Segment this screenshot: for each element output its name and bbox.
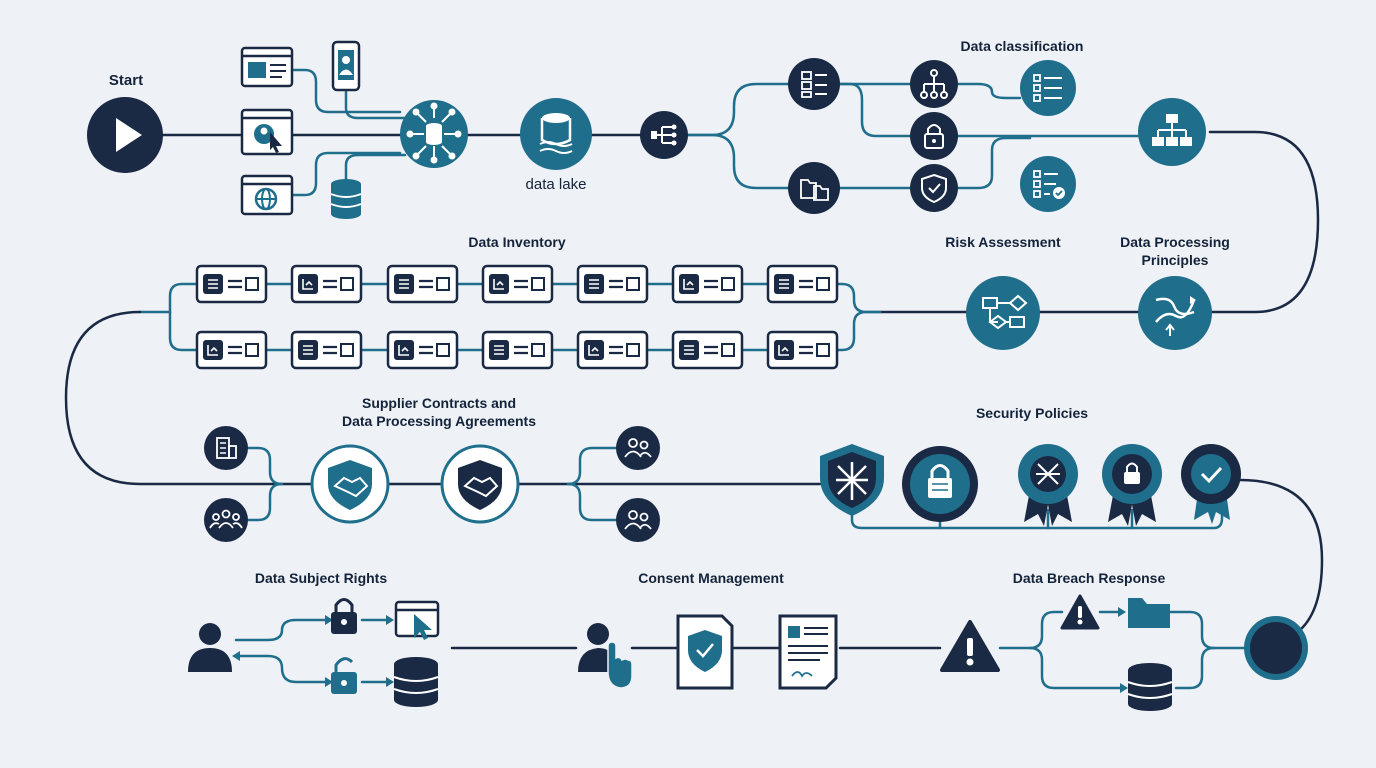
list-icon bbox=[788, 58, 840, 110]
arrow-heads bbox=[232, 607, 1128, 693]
data-processing-principles-label: Data Processing Principles bbox=[1120, 233, 1230, 269]
inventory-card bbox=[290, 264, 363, 304]
inventory-card bbox=[576, 330, 649, 370]
inventory-card bbox=[766, 264, 839, 304]
end-node-icon bbox=[1244, 616, 1308, 680]
inventory-card bbox=[671, 330, 744, 370]
unlock-icon bbox=[331, 657, 357, 694]
inventory-card bbox=[481, 264, 554, 304]
users-icon bbox=[616, 426, 660, 470]
data-subject-rights-label: Data Subject Rights bbox=[254, 570, 388, 586]
badge-check-icon bbox=[1181, 444, 1241, 524]
mobile-user-icon bbox=[331, 40, 361, 92]
security-policies-label: Security Policies bbox=[975, 405, 1089, 421]
data-classification-label: Data classification bbox=[960, 38, 1084, 54]
folder-icon bbox=[788, 162, 840, 214]
database-icon bbox=[330, 179, 362, 219]
handshake-shield-icon bbox=[440, 444, 520, 524]
checklist-icon bbox=[1020, 156, 1076, 212]
warning-icon bbox=[940, 620, 1000, 672]
inventory-card bbox=[195, 330, 268, 370]
browser-user-icon bbox=[240, 108, 294, 156]
flow-icon bbox=[966, 276, 1040, 350]
supplier-contracts-line-2: Data Processing Agreements bbox=[342, 413, 536, 429]
risk-assessment-label: Risk Assessment bbox=[945, 234, 1061, 250]
split-node-icon bbox=[640, 111, 688, 159]
document-shield-icon bbox=[676, 614, 734, 690]
data-breach-response-label: Data Breach Response bbox=[1012, 570, 1166, 586]
data-processing-principles-line-1: Data Processing bbox=[1120, 234, 1230, 250]
supplier-contracts-line-1: Supplier Contracts and bbox=[361, 395, 517, 411]
data-inventory-label: Data Inventory bbox=[468, 234, 566, 250]
inventory-card bbox=[671, 264, 744, 304]
connector-lines bbox=[64, 68, 1324, 690]
inventory-card bbox=[386, 264, 459, 304]
shield-pattern-icon bbox=[820, 444, 884, 516]
data-hub-icon bbox=[400, 100, 468, 168]
group-icon bbox=[204, 498, 248, 542]
warning-icon bbox=[1060, 594, 1100, 630]
person-icon bbox=[188, 623, 232, 672]
lock-icon bbox=[910, 112, 958, 160]
badge-check-icon bbox=[1018, 444, 1078, 526]
data-inventory-cards bbox=[195, 264, 839, 370]
users-icon bbox=[616, 498, 660, 542]
lock-icon bbox=[331, 598, 357, 634]
inventory-card bbox=[290, 330, 363, 370]
badge-lock-icon bbox=[902, 446, 978, 522]
database-icon bbox=[393, 657, 439, 707]
browser-window-icon bbox=[240, 46, 294, 88]
database-icon bbox=[1127, 663, 1173, 711]
start-label: Start bbox=[108, 72, 144, 89]
org-chart-icon bbox=[1138, 98, 1206, 166]
checklist-icon bbox=[1020, 60, 1076, 116]
process-cycle-icon bbox=[1138, 276, 1212, 350]
badge-lock-icon bbox=[1102, 444, 1162, 526]
hierarchy-icon bbox=[910, 60, 958, 108]
inventory-card bbox=[576, 264, 649, 304]
data-lake-icon bbox=[520, 98, 592, 170]
play-icon bbox=[87, 97, 163, 173]
inventory-card bbox=[481, 330, 554, 370]
handshake-shield-icon bbox=[310, 444, 390, 524]
shield-check-icon bbox=[910, 164, 958, 212]
contract-icon bbox=[778, 614, 838, 690]
inventory-card bbox=[195, 264, 268, 304]
supplier-contracts-label: Supplier Contracts and Data Processing A… bbox=[342, 394, 536, 430]
inventory-card bbox=[766, 330, 839, 370]
hand-pointer-icon bbox=[578, 623, 633, 689]
inventory-card bbox=[386, 330, 459, 370]
data-processing-principles-line-2: Principles bbox=[1141, 252, 1209, 268]
browser-globe-icon bbox=[240, 174, 294, 216]
browser-cursor-icon bbox=[394, 600, 440, 640]
data-lake-label: data lake bbox=[525, 176, 587, 193]
building-icon bbox=[204, 426, 248, 470]
folder-icon bbox=[1128, 598, 1170, 628]
consent-management-label: Consent Management bbox=[638, 570, 784, 586]
